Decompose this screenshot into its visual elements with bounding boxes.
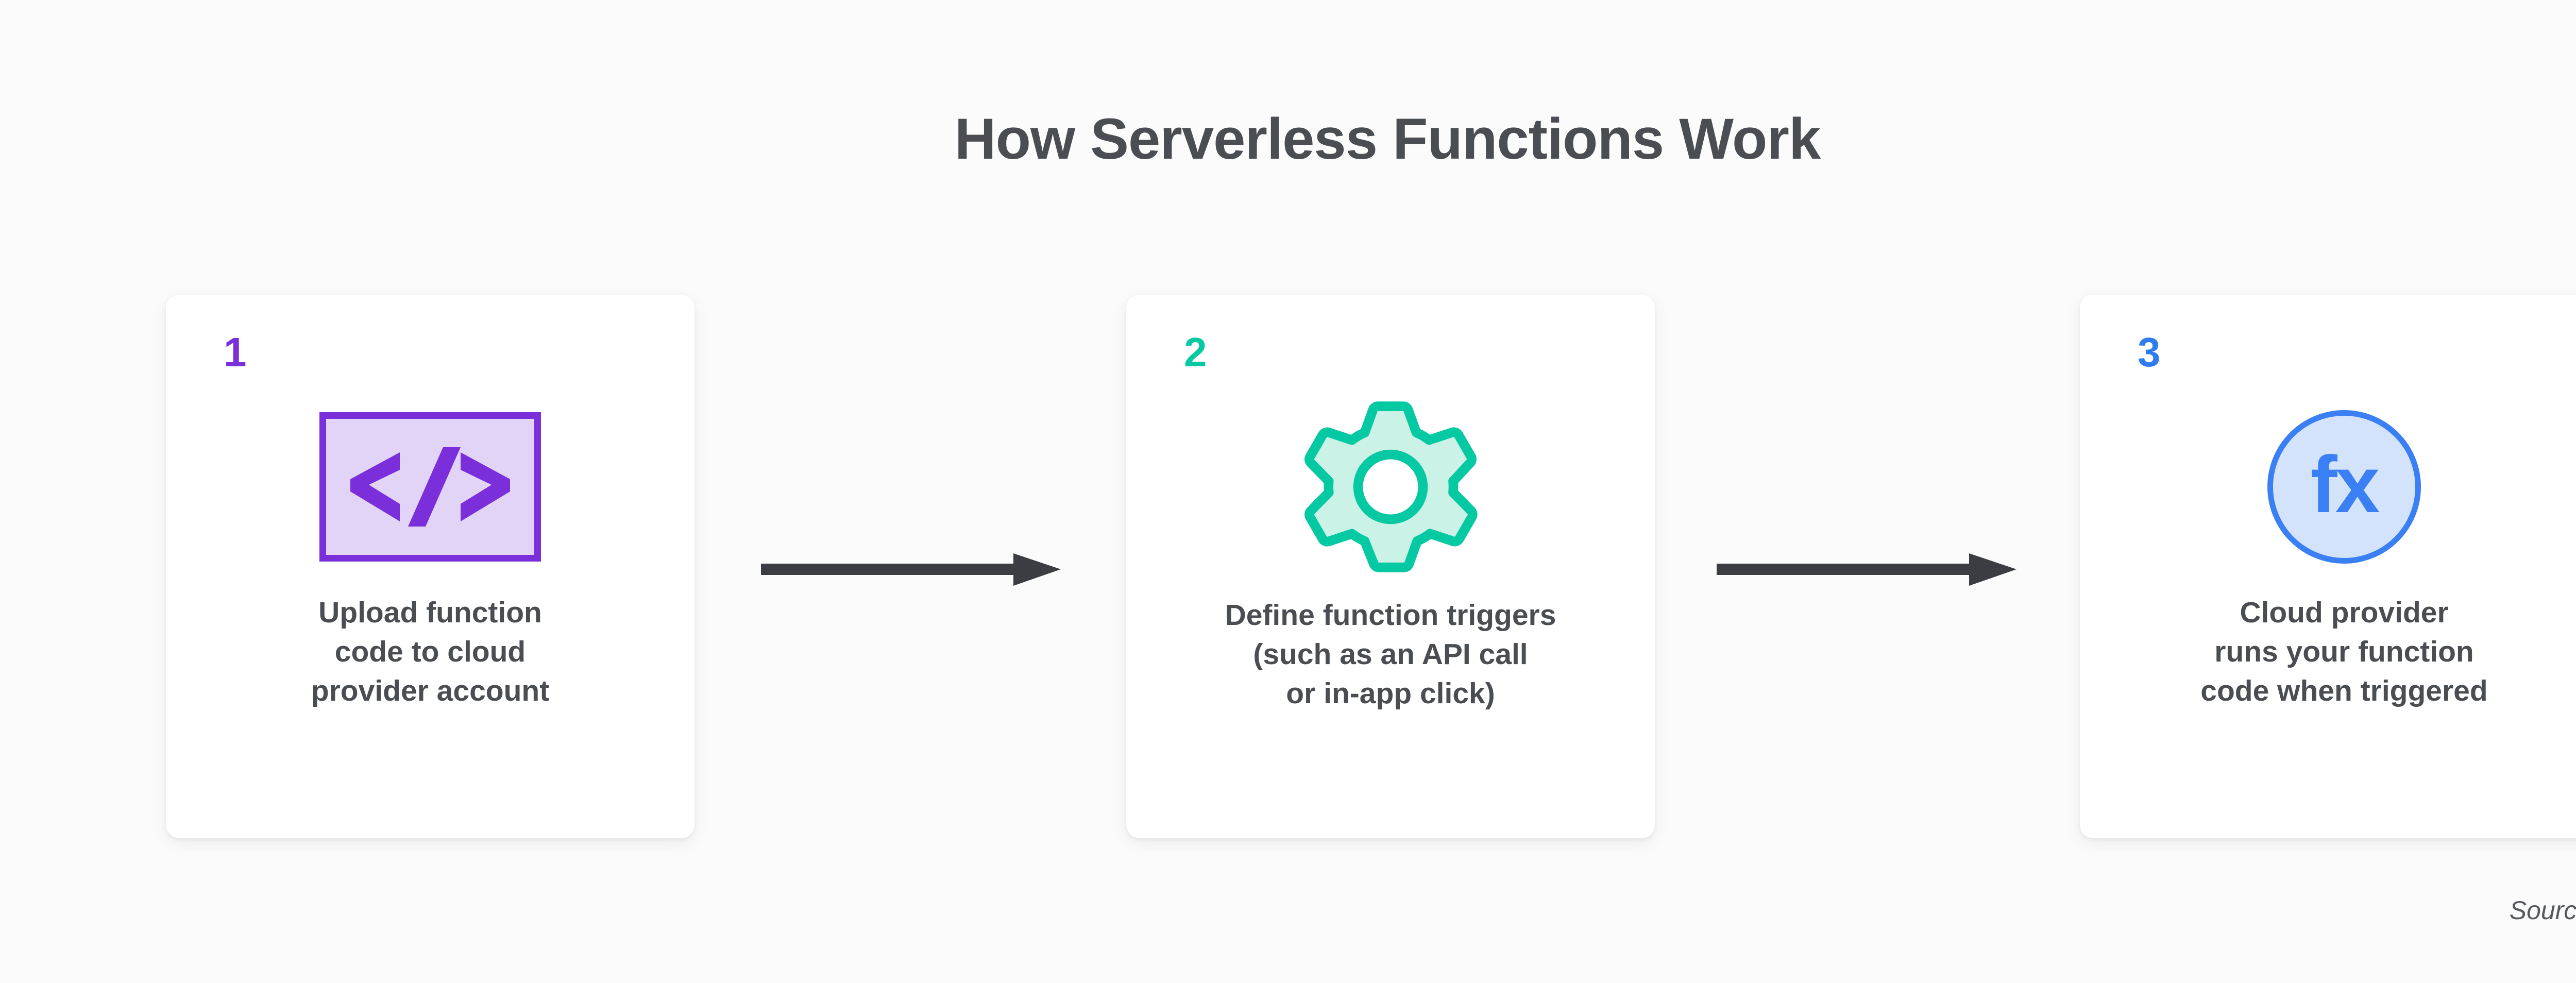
fx-circle-icon: fx <box>2267 410 2421 564</box>
step-number-3: 3 <box>2138 329 2161 375</box>
step-number-2: 2 <box>1184 329 1207 375</box>
page-title: How Serverless Functions Work <box>954 107 1821 171</box>
code-brackets-icon <box>319 412 541 562</box>
step-2-caption: Define function triggers (such as an API… <box>1225 599 1556 710</box>
arrow-step1-to-step2 <box>761 550 1061 589</box>
gear-icon <box>1304 401 1478 572</box>
step-3-caption: Cloud provider runs your function code w… <box>2200 596 2488 707</box>
step-card-1: 1 Upload function code to cloud provider… <box>166 295 694 838</box>
step-1-icon-slot <box>166 402 694 572</box>
step-card-3: 3 fx Cloud provider runs your function c… <box>2080 295 2576 838</box>
step-card-2: 2 Define function triggers (such as an A… <box>1126 295 1655 838</box>
step-1-caption: Upload function code to cloud provider a… <box>311 596 550 707</box>
source-attribution: Source: Datadog <box>2509 896 2576 925</box>
fx-label: fx <box>2310 440 2380 530</box>
step-number-1: 1 <box>224 329 247 375</box>
step-3-icon-slot: fx <box>2080 402 2576 572</box>
arrow-step2-to-step3 <box>1717 550 2016 589</box>
step-2-icon-slot <box>1126 401 1655 572</box>
